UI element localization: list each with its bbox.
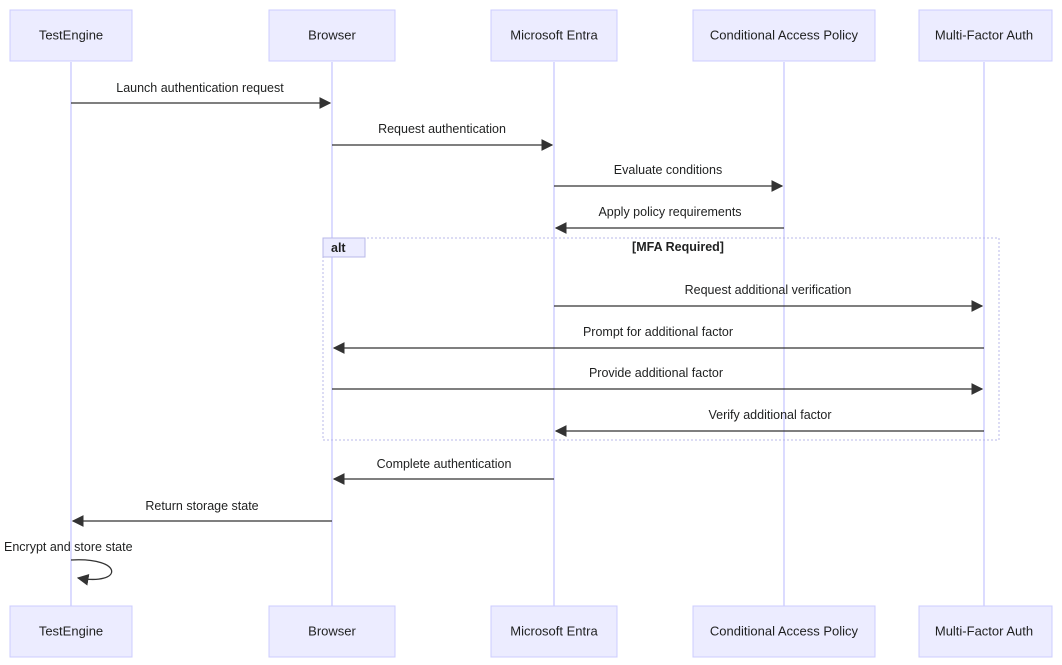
actor-label-multi-factor-auth-bottom: Multi-Factor Auth <box>935 623 1033 638</box>
actor-label-testengine-bottom: TestEngine <box>39 623 103 638</box>
message-label: Apply policy requirements <box>598 205 741 219</box>
message-label: Prompt for additional factor <box>583 325 733 339</box>
message-label: Complete authentication <box>377 457 512 471</box>
actor-box-browser-bottom[interactable] <box>268 605 396 658</box>
actor-top-conditional-access-policy[interactable]: Conditional Access Policy <box>692 9 876 62</box>
actor-bottom-conditional-access-policy[interactable]: Conditional Access Policy <box>692 605 876 658</box>
message-label: Verify additional factor <box>709 408 832 422</box>
actor-label-browser: Browser <box>308 27 356 42</box>
alt-fragment-keyword: alt <box>331 241 346 255</box>
actor-label-conditional-access-policy: Conditional Access Policy <box>710 27 859 42</box>
actor-box-conditional-access-policy-bottom[interactable] <box>692 605 876 658</box>
message-label: Provide additional factor <box>589 366 723 380</box>
message-return-storage-state: Return storage state <box>71 499 332 527</box>
actor-top-browser[interactable]: Browser <box>268 9 396 62</box>
actor-box-entra[interactable] <box>490 9 618 62</box>
message-verify-additional-factor: Verify additional factor <box>554 408 984 437</box>
message-label: Launch authentication request <box>116 81 284 95</box>
actor-top-testengine[interactable]: TestEngine <box>9 9 133 62</box>
message-encrypt-and-store-state: Encrypt and store state <box>4 540 133 586</box>
alt-fragment: alt [MFA Required] <box>322 237 1000 441</box>
message-launch-authentication-request: Launch authentication request <box>71 81 332 109</box>
message-request-additional-verification: Request additional verification <box>554 283 984 312</box>
message-provide-additional-factor: Provide additional factor <box>332 366 984 395</box>
message-label: Evaluate conditions <box>614 163 722 177</box>
message-complete-authentication: Complete authentication <box>332 457 554 485</box>
actor-label-conditional-access-policy-bottom: Conditional Access Policy <box>710 623 859 638</box>
alt-fragment-tab <box>322 237 366 258</box>
actor-label-entra: Microsoft Entra <box>510 27 598 42</box>
actor-box-testengine-bottom[interactable] <box>9 605 133 658</box>
actor-label-entra-bottom: Microsoft Entra <box>510 623 598 638</box>
lifelines <box>70 62 985 607</box>
alt-fragment-condition: [MFA Required] <box>632 240 724 254</box>
message-label: Return storage state <box>145 499 258 513</box>
message-label: Encrypt and store state <box>4 540 133 554</box>
actor-box-multi-factor-auth-bottom[interactable] <box>918 605 1053 658</box>
actor-box-conditional-access-policy[interactable] <box>692 9 876 62</box>
actor-label-testengine: TestEngine <box>39 27 103 42</box>
message-apply-policy-requirements: Apply policy requirements <box>554 205 784 234</box>
message-self-arrow <box>70 559 113 586</box>
actor-box-browser[interactable] <box>268 9 396 62</box>
actor-box-multi-factor-auth[interactable] <box>918 9 1053 62</box>
actor-bottom-entra[interactable]: Microsoft Entra <box>490 605 618 658</box>
actor-label-browser-bottom: Browser <box>308 623 356 638</box>
actor-bottom-testengine[interactable]: TestEngine <box>9 605 133 658</box>
actor-bottom-multi-factor-auth[interactable]: Multi-Factor Auth <box>918 605 1053 658</box>
actor-top-multi-factor-auth[interactable]: Multi-Factor Auth <box>918 9 1053 62</box>
message-evaluate-conditions: Evaluate conditions <box>554 163 784 192</box>
actor-label-multi-factor-auth: Multi-Factor Auth <box>935 27 1033 42</box>
alt-fragment-box <box>322 237 1000 441</box>
actor-box-testengine[interactable] <box>9 9 133 62</box>
message-request-authentication: Request authentication <box>332 122 554 151</box>
actor-top-entra[interactable]: Microsoft Entra <box>490 9 618 62</box>
message-label: Request authentication <box>378 122 506 136</box>
message-prompt-for-additional-factor: Prompt for additional factor <box>332 325 984 354</box>
message-label: Request additional verification <box>685 283 852 297</box>
actor-box-entra-bottom[interactable] <box>490 605 618 658</box>
actor-bottom-browser[interactable]: Browser <box>268 605 396 658</box>
